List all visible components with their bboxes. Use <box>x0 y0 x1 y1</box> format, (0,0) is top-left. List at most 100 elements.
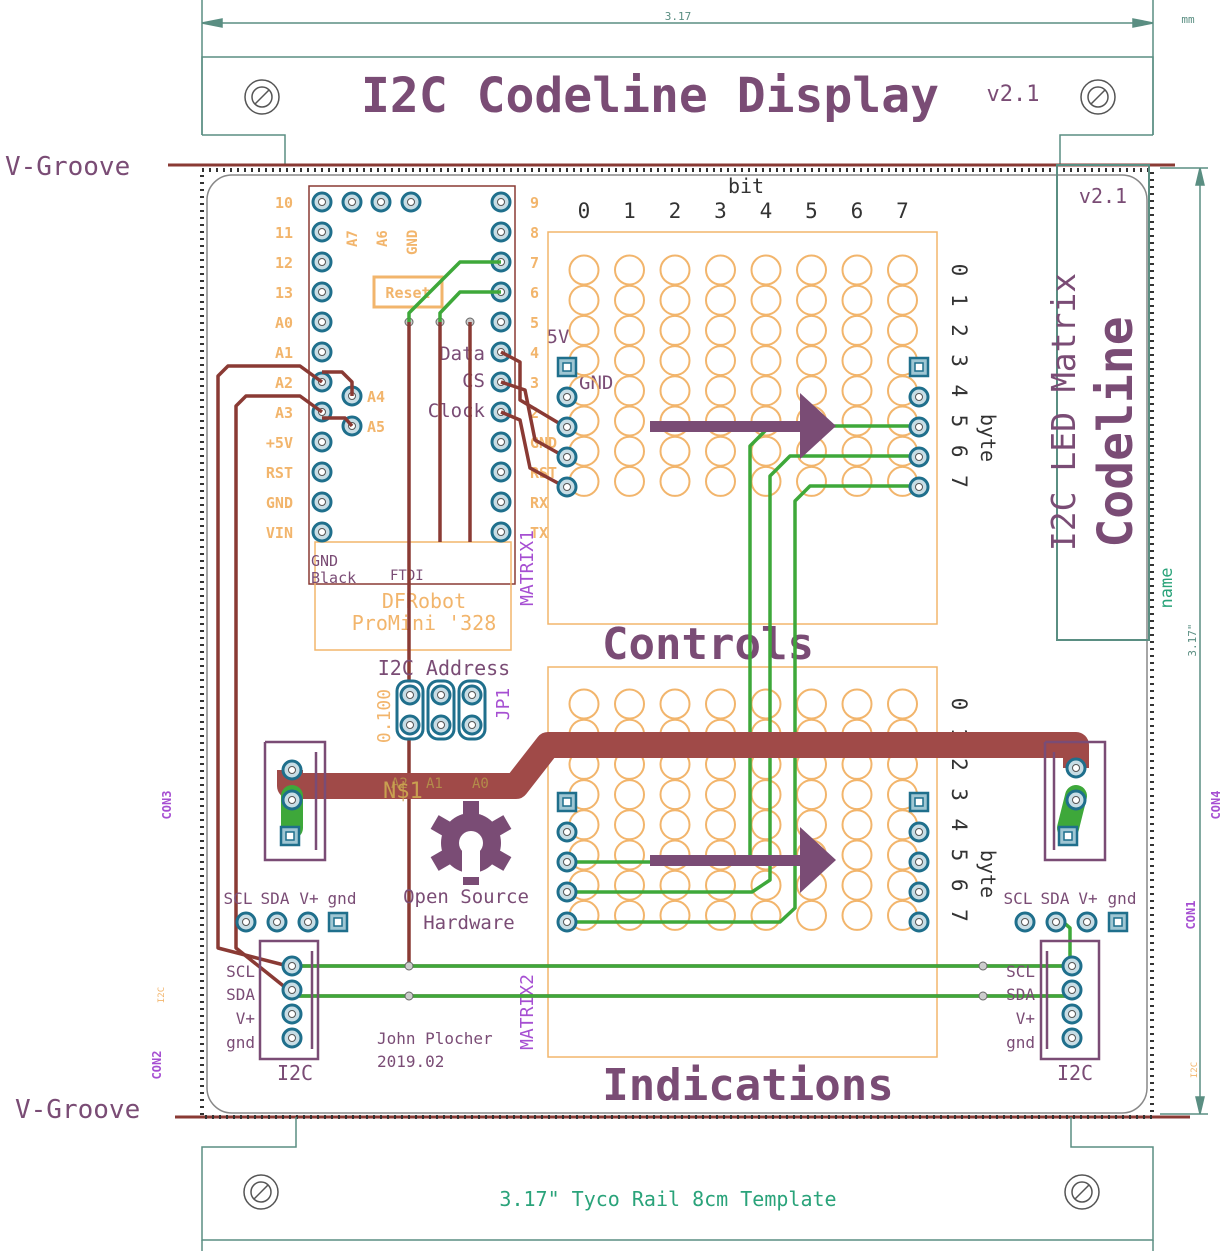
osh-line2: Hardware <box>423 912 515 934</box>
byte-label-top: byte <box>976 414 1000 462</box>
con4-pad-hole <box>1072 796 1080 804</box>
pin-label-6: 6 <box>530 284 539 302</box>
led <box>659 869 691 901</box>
con1-pad-hole <box>1068 1010 1076 1018</box>
footer-outline <box>201 1117 1154 1251</box>
i2c-small-right: I2C <box>1190 1062 1200 1078</box>
matrix2-right-pad-hole <box>915 918 923 926</box>
led <box>841 375 873 407</box>
promini-left-pad-hole <box>318 288 326 296</box>
pin-label-7: 7 <box>530 254 539 272</box>
jumper-pad-top-hole <box>406 691 414 699</box>
led <box>659 314 691 346</box>
led <box>705 809 736 841</box>
jumper-pad-bottom-hole <box>437 721 445 729</box>
promini-right-pad-hole <box>497 528 505 536</box>
promini-right-pad-hole <box>497 498 505 506</box>
led <box>750 809 782 841</box>
i2c-left-header-pad-hole <box>304 918 312 926</box>
ftdi-label: FTDI <box>390 568 424 584</box>
led <box>705 688 736 720</box>
byte-row-label: 5 <box>947 849 971 862</box>
i2c-right-header-pad-hole <box>1021 918 1029 926</box>
right-dimension-label: 3.17" <box>1186 623 1199 656</box>
led <box>614 899 645 931</box>
led <box>659 284 691 316</box>
pin-label-a0: A0 <box>275 314 293 332</box>
matrix2-right-pad-hole <box>915 888 923 896</box>
author-name: John Plocher <box>377 1029 493 1048</box>
pin-label-4: 4 <box>530 344 539 362</box>
i2c-left-header-pad-hole <box>333 917 343 927</box>
led <box>614 809 645 841</box>
matrix2-left-pad-hole <box>563 918 571 926</box>
side-title-line1: I2C LED Matrix <box>1044 273 1083 551</box>
pin-label-5: 5 <box>530 314 539 332</box>
side-title-line2: Codeline <box>1088 316 1144 547</box>
pin-label-a1: A1 <box>275 344 293 362</box>
led <box>705 435 736 467</box>
matrix2-right-pad-hole <box>914 797 924 807</box>
matrix1-left-pad-hole <box>563 393 571 401</box>
byte-row-label: 3 <box>947 788 971 801</box>
led <box>705 465 736 497</box>
led <box>659 779 691 811</box>
byte-row-label: 7 <box>947 909 971 922</box>
byte-row-label: 5 <box>947 415 971 428</box>
i2c-right-l-vplus: V+ <box>1016 1009 1035 1028</box>
led <box>841 435 873 467</box>
byte-row-label: 6 <box>947 879 971 892</box>
led <box>841 899 873 931</box>
pin-label-13: 13 <box>275 284 293 302</box>
byte-row-label: 3 <box>947 354 971 367</box>
led <box>614 254 645 286</box>
led <box>887 284 918 316</box>
led <box>796 465 827 497</box>
matrix2-left-pad-hole <box>562 797 572 807</box>
led <box>841 809 873 841</box>
led <box>705 254 736 286</box>
bit-col-label: 1 <box>623 199 636 223</box>
led <box>614 405 645 437</box>
controls-label: Controls <box>602 619 814 670</box>
promini-right-pad-hole <box>497 468 505 476</box>
led <box>887 254 918 286</box>
footer-template: 3.17" Tyco Rail 8cm Template <box>499 1187 836 1211</box>
i2c-left-h-gnd: gnd <box>328 889 357 908</box>
power-bus-trace <box>277 732 1089 799</box>
promini-left-pad-hole <box>318 258 326 266</box>
con2-pad-hole <box>288 1034 296 1042</box>
led <box>705 899 736 931</box>
led <box>750 284 782 316</box>
led <box>750 254 782 286</box>
pin-label-a6: A6 <box>375 230 391 247</box>
bit-label: bit <box>728 174 764 198</box>
led <box>614 314 645 346</box>
i2c-left-h-sda: SDA <box>261 889 290 908</box>
unit-label: mm <box>1181 13 1195 26</box>
led <box>614 779 645 811</box>
matrix2-left-pad-hole <box>563 828 571 836</box>
con3-outline <box>263 740 327 862</box>
promini-right-pad-hole <box>497 318 505 326</box>
i2c-right-h-sda: SDA <box>1041 889 1070 908</box>
jumper-a2: A2 <box>391 776 408 792</box>
arrow-controls <box>650 393 836 459</box>
con3-pad-hole <box>288 796 296 804</box>
led <box>750 375 782 407</box>
promini-left-pad-hole <box>318 348 326 356</box>
led <box>614 688 645 720</box>
led <box>796 314 827 346</box>
matrix1-outline <box>547 231 938 625</box>
promini-left-pad-hole <box>318 318 326 326</box>
jumper-jp1: JP1 <box>493 688 514 721</box>
pin-label-a7: A7 <box>345 230 361 247</box>
con4-label: CON4 <box>1209 791 1223 820</box>
bit-col-label: 6 <box>851 199 864 223</box>
matrix2-leds <box>568 688 918 931</box>
promini-left-pad-hole <box>318 198 326 206</box>
matrix2-left-pad-hole <box>563 888 571 896</box>
led <box>614 465 645 497</box>
vgroove-top-label: V-Groove <box>5 152 130 182</box>
